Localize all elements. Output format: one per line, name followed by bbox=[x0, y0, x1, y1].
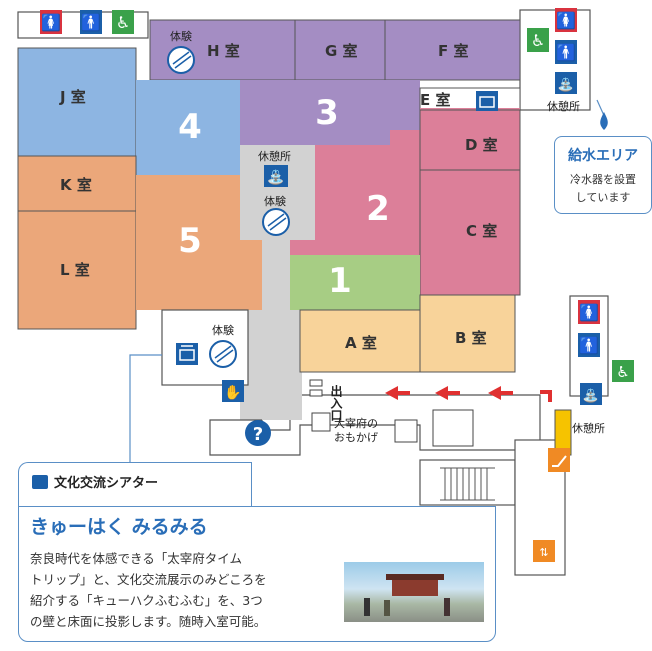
svg-text:⛲: ⛲ bbox=[558, 77, 574, 93]
display-case bbox=[311, 412, 331, 432]
zone-4[interactable] bbox=[136, 80, 240, 175]
restroom-female-icon bbox=[555, 8, 577, 32]
room-label-a: A 室 bbox=[345, 334, 377, 352]
turn-arrow bbox=[540, 390, 552, 402]
svg-text:♿: ♿ bbox=[531, 31, 545, 50]
theater-description: 奈良時代を体感できる「太宰府タイム トリップ」と、文化交流展示のみどころを 紹介… bbox=[30, 548, 348, 632]
rest-area-icon bbox=[580, 383, 602, 405]
rest-area-label-center: 休憩所 bbox=[258, 149, 291, 163]
room-a[interactable] bbox=[299, 309, 421, 373]
zone-number-1: 1 bbox=[328, 261, 352, 301]
svg-text:♿: ♿ bbox=[116, 13, 130, 32]
zone-number-5: 5 bbox=[178, 221, 202, 261]
restroom-male-icon bbox=[578, 333, 600, 357]
zone-3[interactable] bbox=[240, 80, 420, 145]
room-label-e: E 室 bbox=[420, 91, 450, 109]
corridor-lower bbox=[262, 310, 302, 420]
room-label-b: B 室 bbox=[455, 329, 487, 347]
exit-entrance-label: 出入口 bbox=[329, 384, 343, 422]
room-label-h: H 室 bbox=[207, 42, 240, 60]
theater-desc-line: 紹介する「キューハクふむふむ」を、3つ bbox=[30, 593, 263, 608]
theater-desc-line: の壁と床面に投影します。随時入室可能。 bbox=[30, 614, 267, 629]
escalator-icon bbox=[548, 448, 570, 472]
room-j[interactable] bbox=[17, 47, 137, 157]
stairs bbox=[440, 467, 495, 501]
room-label-l: L 室 bbox=[60, 261, 90, 279]
accessible-icon bbox=[527, 28, 549, 52]
restroom-male-icon bbox=[555, 40, 577, 64]
rest-area-icon bbox=[555, 72, 577, 94]
water-area-callout: 給水エリア 冷水器を設置 しています bbox=[554, 136, 652, 214]
water-area-title: 給水エリア bbox=[568, 148, 638, 164]
room-label-j: J 室 bbox=[59, 88, 86, 106]
information-icon[interactable] bbox=[245, 420, 271, 446]
theater-desc-line: トリップ」と、文化交流展示のみどころを bbox=[30, 572, 267, 587]
restroom-female-icon bbox=[578, 300, 600, 324]
theater-panel: 文化交流シアター きゅーはく みるみる 奈良時代を体感できる「太宰府タイム トリ… bbox=[18, 462, 496, 642]
rest-area-label-right: 休憩所 bbox=[572, 421, 605, 435]
room-label-f: F 室 bbox=[438, 42, 468, 60]
svg-text:🚺: 🚺 bbox=[41, 13, 61, 32]
svg-text:⇅: ⇅ bbox=[539, 546, 548, 559]
rest-area-label-top-right: 休憩所 bbox=[547, 99, 580, 113]
accessible-icon bbox=[112, 10, 134, 34]
restroom-female-icon bbox=[40, 10, 62, 34]
theater-header-label: 文化交流シアター bbox=[54, 476, 159, 491]
room-k[interactable] bbox=[17, 155, 137, 212]
zone-number-4: 4 bbox=[178, 107, 202, 147]
experience-label-center: 体験 bbox=[264, 194, 286, 208]
svg-text:♿: ♿ bbox=[616, 363, 629, 381]
direction-arrows bbox=[385, 386, 513, 400]
room-c[interactable] bbox=[419, 169, 521, 296]
svg-text:🚹: 🚹 bbox=[556, 43, 576, 62]
gate bbox=[309, 389, 323, 397]
experience-label-theater: 体験 bbox=[212, 323, 234, 337]
svg-text:⛲: ⛲ bbox=[583, 388, 599, 404]
zone-number-2: 2 bbox=[366, 189, 390, 229]
experience-label-h: 体験 bbox=[170, 29, 192, 43]
display-case bbox=[394, 419, 418, 443]
room-label-g: G 室 bbox=[325, 42, 358, 60]
water-area-line1: 冷水器を設置 bbox=[570, 173, 636, 186]
theater-photo bbox=[344, 562, 484, 622]
dazaifu-label-2: おもかげ bbox=[334, 431, 378, 444]
experience-icon bbox=[262, 208, 290, 236]
theater-desc-line: 奈良時代を体感できる「太宰府タイム bbox=[30, 551, 243, 566]
elevator-icon bbox=[533, 540, 555, 562]
zone-5[interactable] bbox=[136, 175, 262, 310]
theater-connector bbox=[129, 354, 162, 462]
accessible-icon bbox=[612, 360, 634, 382]
room-f[interactable] bbox=[384, 19, 521, 81]
gate bbox=[309, 379, 323, 387]
svg-text:🚹: 🚹 bbox=[579, 336, 599, 355]
theater-icon bbox=[476, 91, 498, 111]
svg-text:?: ? bbox=[253, 424, 263, 445]
experience-icon bbox=[167, 46, 195, 74]
svg-text:⛲: ⛲ bbox=[267, 169, 284, 186]
theater-panel-tab bbox=[18, 462, 252, 509]
theater-header: 文化交流シアター bbox=[32, 472, 158, 491]
water-drop-icon bbox=[600, 112, 608, 130]
theater-title: きゅーはく みるみる bbox=[30, 516, 208, 538]
rest-area-icon bbox=[264, 165, 288, 187]
zone-1[interactable] bbox=[290, 255, 420, 310]
zone-number-3: 3 bbox=[315, 93, 339, 133]
svg-text:✋: ✋ bbox=[224, 384, 241, 401]
experience-icon bbox=[209, 340, 237, 368]
restroom-male-icon bbox=[80, 10, 102, 34]
room-label-k: K 室 bbox=[60, 176, 92, 194]
svg-text:🚹: 🚹 bbox=[81, 13, 101, 32]
room-d[interactable] bbox=[419, 109, 521, 171]
svg-text:🚺: 🚺 bbox=[556, 11, 576, 30]
room-label-c: C 室 bbox=[466, 222, 497, 240]
touch-icon bbox=[222, 380, 244, 402]
dazaifu-label-1: 大宰府の bbox=[334, 416, 378, 430]
water-area-line2: しています bbox=[575, 191, 631, 204]
room-label-d: D 室 bbox=[465, 136, 498, 154]
theater-icon bbox=[32, 474, 48, 489]
display-case-large bbox=[432, 409, 474, 447]
room-b[interactable] bbox=[419, 294, 516, 373]
svg-text:🚺: 🚺 bbox=[579, 303, 599, 322]
